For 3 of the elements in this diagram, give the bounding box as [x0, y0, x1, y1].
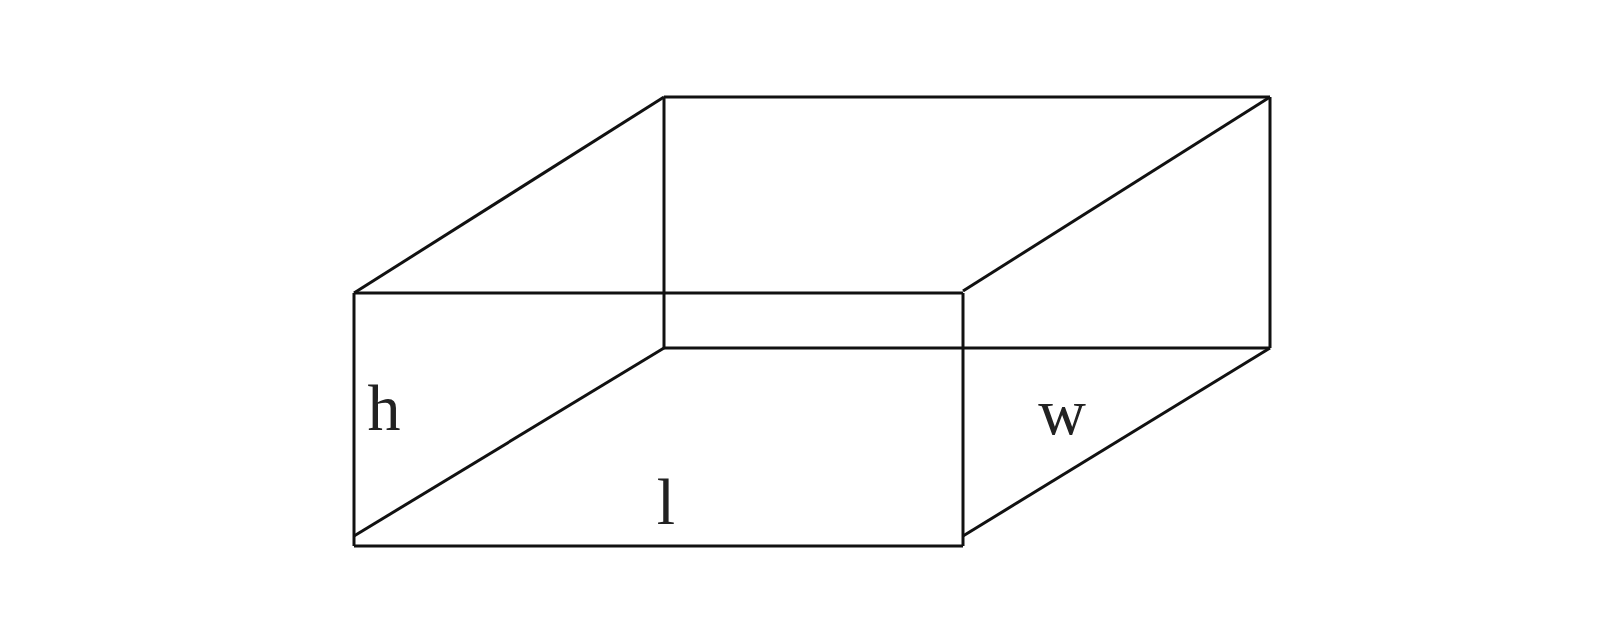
dimension-label: w	[1038, 379, 1086, 445]
dimension-label: h	[367, 375, 401, 441]
dimension-label: l	[656, 469, 676, 535]
